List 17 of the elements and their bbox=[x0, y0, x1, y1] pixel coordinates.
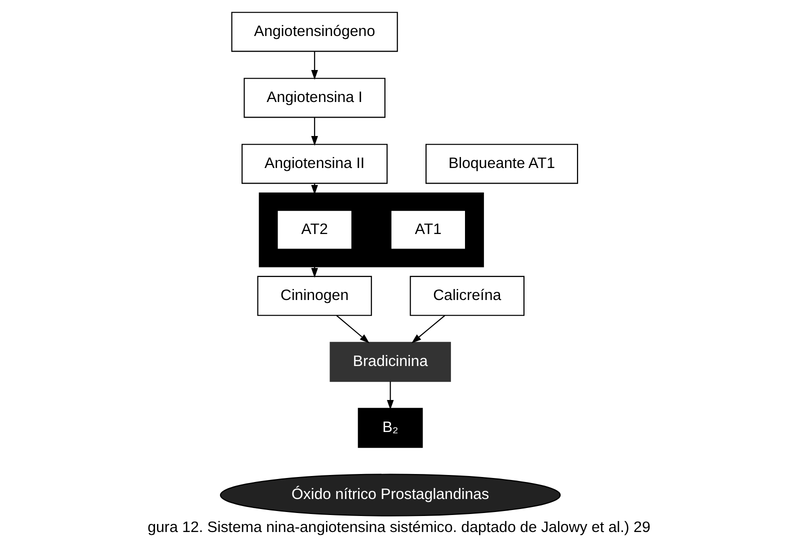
arrow bbox=[336, 315, 370, 344]
node-box: Calicreína bbox=[410, 276, 524, 316]
arrow bbox=[386, 381, 394, 410]
arrow bbox=[412, 315, 446, 344]
node-ellipse: Óxido nítrico Prostaglandinas bbox=[220, 474, 561, 516]
node-box: B₂ bbox=[358, 408, 423, 448]
arrow bbox=[311, 117, 318, 146]
node-box: Bloqueante AT1 bbox=[426, 144, 578, 184]
node-box: AT1 bbox=[390, 210, 466, 250]
node-box: Angiotensina I bbox=[244, 78, 386, 118]
node-box: Angiotensina II bbox=[242, 144, 388, 184]
arrow bbox=[311, 51, 318, 80]
node-box: AT2 bbox=[276, 210, 352, 250]
node-box: Cininogen bbox=[257, 276, 372, 316]
node-box: Angiotensinógeno bbox=[231, 12, 398, 52]
caption: gura 12. Sistema nina-angiotensina sistémico. daptado de Jalowy et al.) 29 bbox=[148, 519, 650, 536]
node-box: Bradicinina bbox=[330, 342, 451, 382]
